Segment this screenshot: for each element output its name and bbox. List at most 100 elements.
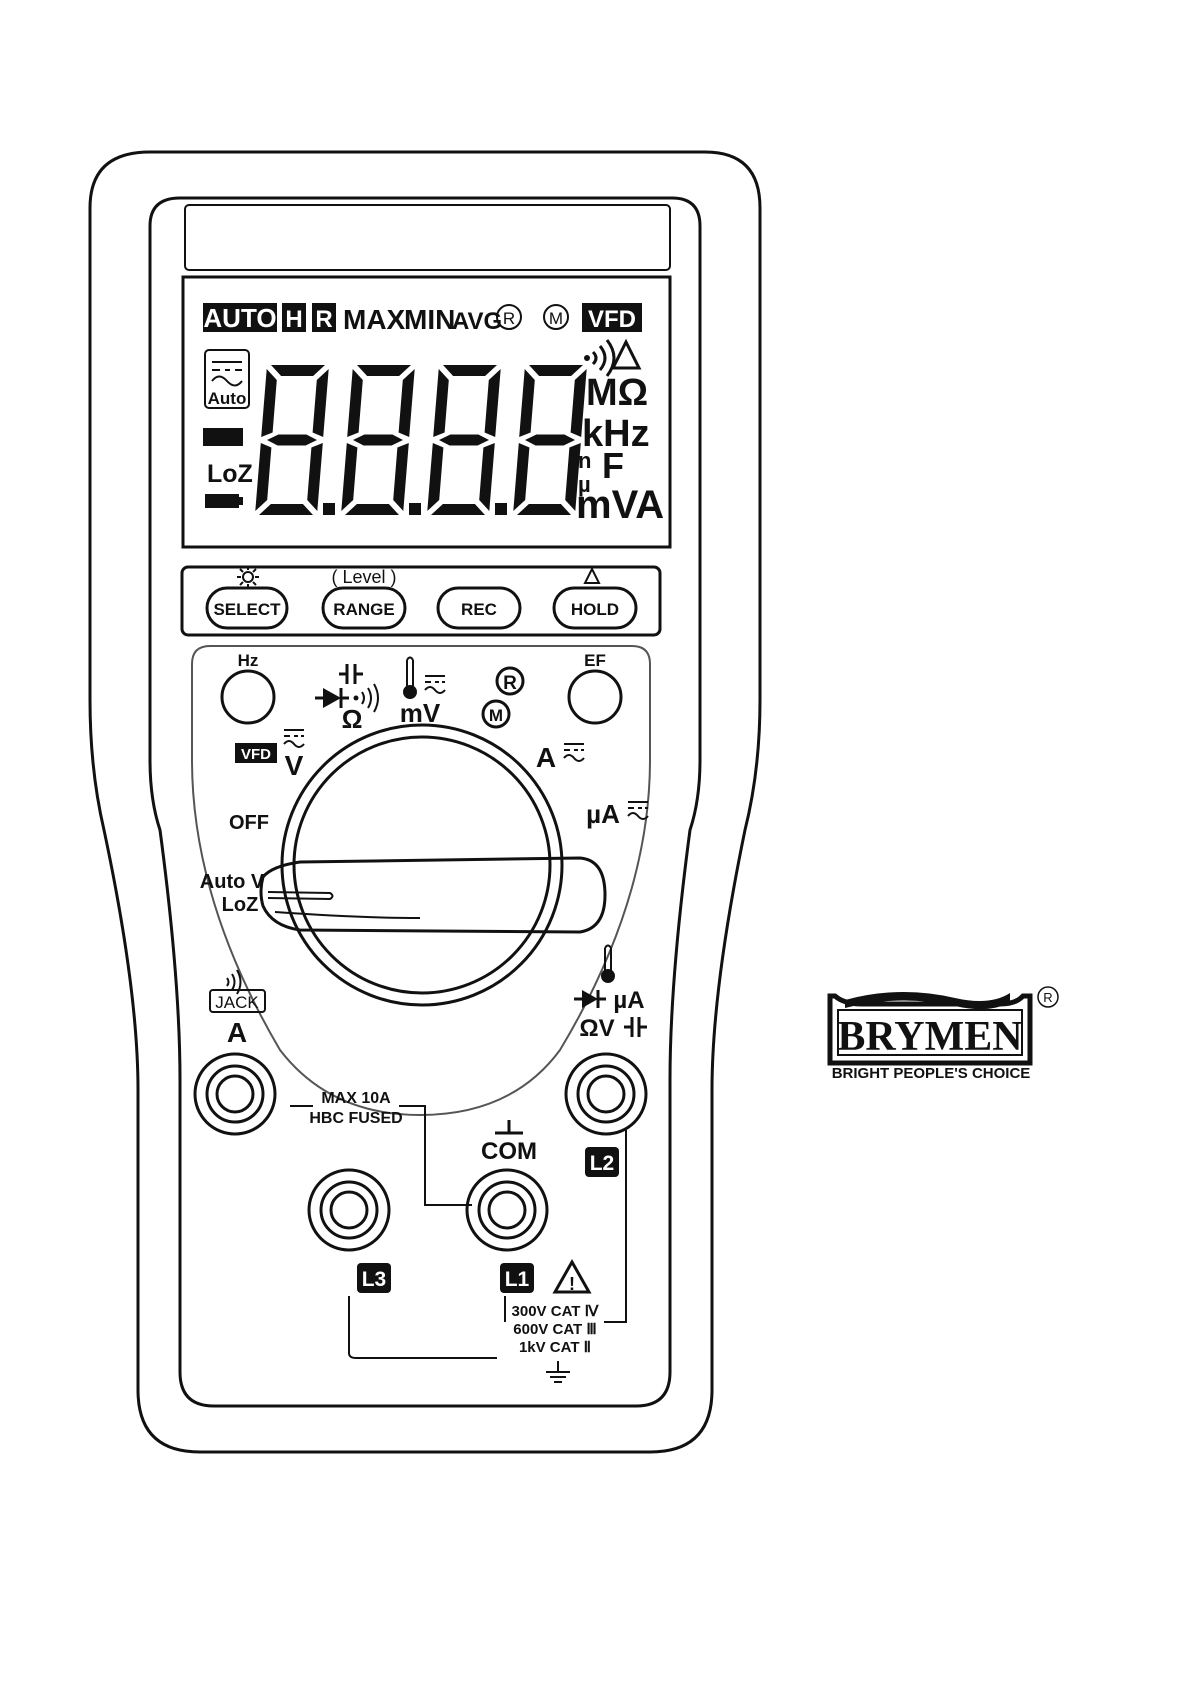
jack-label: JACK xyxy=(215,993,259,1012)
digit-segment-e xyxy=(341,443,357,511)
lcd-digits xyxy=(255,365,586,515)
l3-label: L3 xyxy=(362,1268,387,1291)
knob-highlight xyxy=(275,912,420,918)
dial-position-rec: R M xyxy=(483,668,523,727)
logo-wave xyxy=(845,992,1010,1009)
knob-pointer xyxy=(268,892,333,899)
a-terminal-label: A xyxy=(227,1017,247,1048)
digit-segment-b xyxy=(399,369,415,437)
right-terminal-capacitor xyxy=(624,1017,647,1037)
digit-segment-c xyxy=(393,443,409,511)
logo-brand: BRYMEN xyxy=(837,1014,1022,1060)
digit-segment-g xyxy=(439,435,489,446)
lcd-flags: AUTO H R MAX MIN AVG R M VFD xyxy=(203,303,642,335)
dial-position-vfd-v: VFD V xyxy=(235,730,304,781)
hold-button-label: HOLD xyxy=(571,600,619,619)
right-terminal-thermometer xyxy=(601,946,615,984)
mem-flag: M xyxy=(549,309,563,328)
decimal-point xyxy=(495,503,507,515)
v-ohm-terminal[interactable] xyxy=(566,1054,646,1134)
earth-ground-symbol xyxy=(546,1361,570,1382)
rec-flag: R xyxy=(503,309,515,328)
loz-position-label: LoZ xyxy=(222,894,259,916)
right-terminal-ua: µA xyxy=(613,987,644,1014)
hold-button[interactable]: HOLD xyxy=(554,588,636,628)
display-window-top xyxy=(185,205,670,270)
jack-indicator: JACK xyxy=(210,970,265,1012)
rotary-dial-outer xyxy=(282,725,562,1005)
hz-button[interactable] xyxy=(222,671,274,723)
mva-unit: mVA xyxy=(576,483,664,527)
rec-button[interactable]: REC xyxy=(438,588,520,628)
digit-segment-f xyxy=(261,369,277,437)
battery-tip xyxy=(239,497,243,505)
max-fuse-label-2: HBC FUSED xyxy=(309,1110,402,1127)
com-ground-symbol xyxy=(495,1120,523,1133)
digit-segment-a xyxy=(357,365,411,376)
meg-ohm-unit: MΩ xyxy=(586,372,648,414)
lcd-digit xyxy=(341,365,414,515)
thermometer-icon xyxy=(407,658,413,687)
digit-segment-d xyxy=(431,504,485,515)
com-label: COM xyxy=(481,1138,537,1165)
diode-icon xyxy=(323,688,341,708)
rotary-dial-knob[interactable] xyxy=(261,858,605,932)
auto-v-position-label: Auto V xyxy=(200,871,265,893)
digit-segment-d xyxy=(517,504,571,515)
digit-segment-f xyxy=(347,369,363,437)
cat-rating-3: 1kV CAT Ⅱ xyxy=(519,1339,591,1356)
select-button[interactable]: SELECT xyxy=(207,588,287,628)
lcd-digit xyxy=(255,365,328,515)
select-button-label: SELECT xyxy=(213,600,281,619)
decimal-point xyxy=(409,503,421,515)
right-terminal-ohm-v: ΩV xyxy=(579,1015,614,1042)
a-position-label: A xyxy=(536,742,556,773)
ua-position-label: µA xyxy=(586,799,620,829)
brymen-logo: BRYMEN R BRIGHT PEOPLE'S CHOICE xyxy=(830,987,1058,1082)
loz-indicator: LoZ xyxy=(207,460,253,488)
ac-symbol xyxy=(212,377,242,386)
backlight-icon xyxy=(237,566,259,588)
digit-segment-d xyxy=(345,504,399,515)
digit-segment-f xyxy=(433,369,449,437)
com-terminal[interactable] xyxy=(467,1170,547,1250)
dc-symbol xyxy=(212,362,242,370)
max-flag: MAX xyxy=(343,304,406,335)
mv-acdc-symbol xyxy=(425,676,445,693)
ef-label: EF xyxy=(584,651,606,670)
digit-segment-g xyxy=(525,435,575,446)
auto-flag: AUTO xyxy=(203,303,276,333)
delta-icon xyxy=(613,342,639,368)
range-button-label: RANGE xyxy=(333,600,394,619)
auto-box-label: Auto xyxy=(208,389,247,408)
dial-position-mv: mV xyxy=(400,658,445,729)
avg-flag: AVG xyxy=(452,308,502,335)
digit-segment-c xyxy=(479,443,495,511)
capacitor-icon xyxy=(339,664,363,684)
mv-position-label: mV xyxy=(400,698,441,728)
rel-flag: R xyxy=(315,306,332,333)
farad-unit: F xyxy=(602,445,624,486)
off-position-label: OFF xyxy=(229,812,269,834)
battery-icon xyxy=(205,494,239,508)
a-terminal[interactable] xyxy=(195,1054,275,1134)
warning-exclamation: ! xyxy=(569,1274,575,1294)
lcd-left-indicators: Auto LoZ xyxy=(203,350,253,508)
ohm-position-label: Ω xyxy=(342,704,363,734)
logo-registered: R xyxy=(1043,990,1052,1005)
lcd-digit xyxy=(427,365,500,515)
ef-button[interactable] xyxy=(569,671,621,723)
l3-terminal[interactable] xyxy=(309,1170,389,1250)
digit-segment-g xyxy=(353,435,403,446)
range-button[interactable]: RANGE xyxy=(323,588,405,628)
digit-segment-e xyxy=(255,443,271,511)
mem-position-label: M xyxy=(489,706,503,725)
v-position-label: V xyxy=(285,750,304,781)
digit-segment-c xyxy=(307,443,323,511)
digit-segment-b xyxy=(485,369,501,437)
cat-rating-1: 300V CAT Ⅳ xyxy=(512,1303,600,1320)
continuity-icon xyxy=(362,684,378,712)
negative-sign xyxy=(203,428,243,446)
l2-label: L2 xyxy=(590,1152,615,1175)
beep-dot xyxy=(584,355,590,361)
